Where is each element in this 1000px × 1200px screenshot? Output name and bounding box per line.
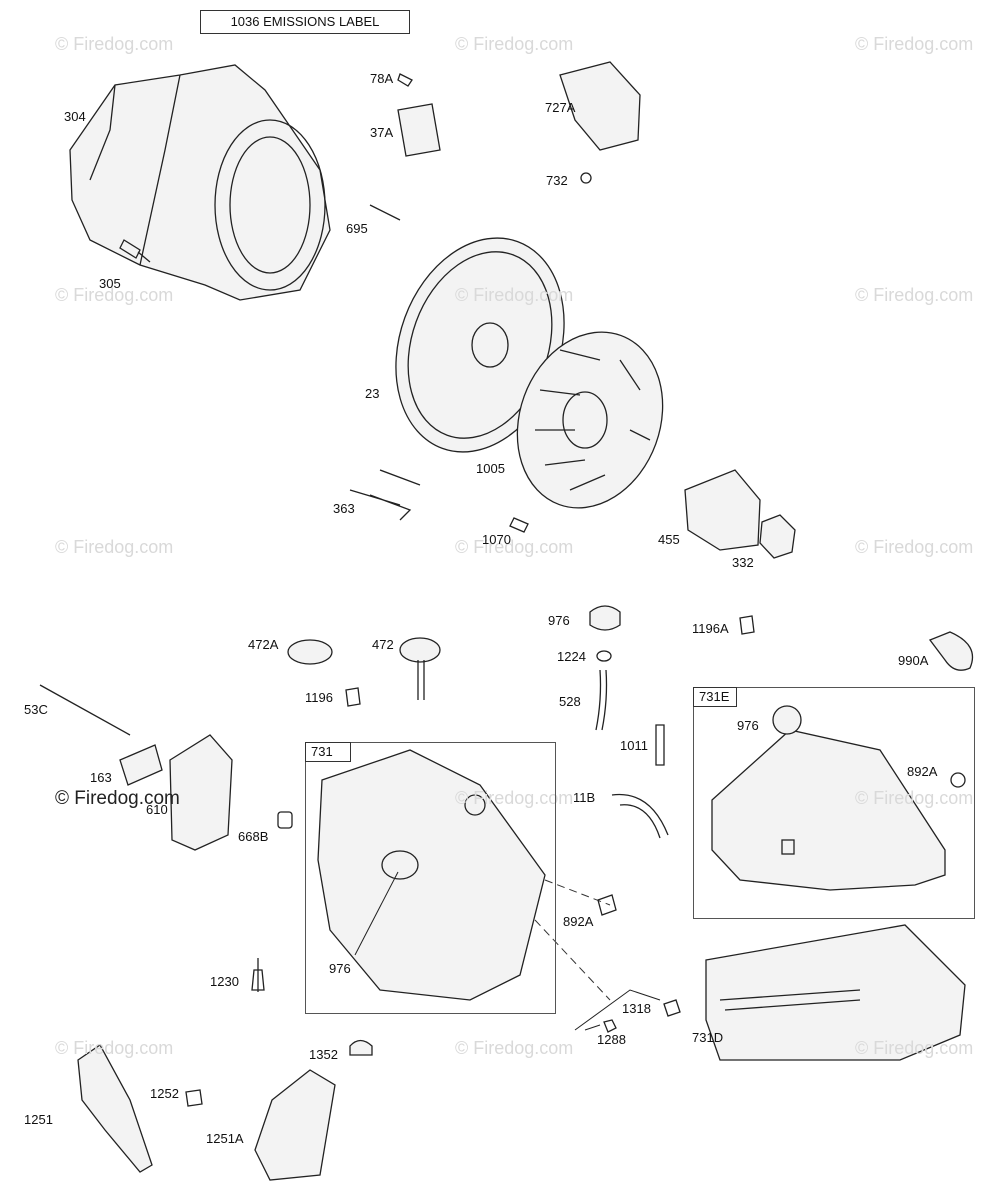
watermark: © Firedog.com (855, 788, 974, 808)
part-label-892A[interactable]: 892A (907, 764, 938, 779)
part-label-976[interactable]: 976 (548, 613, 570, 628)
part-label-668B[interactable]: 668B (238, 829, 269, 844)
part-label-727A[interactable]: 727A (545, 100, 576, 115)
part-label-1070[interactable]: 1070 (482, 532, 511, 547)
watermark: © Firedog.com (55, 34, 174, 54)
part-label-1288[interactable]: 1288 (597, 1032, 626, 1047)
watermark: © Firedog.com (855, 34, 974, 54)
part-label-163[interactable]: 163 (90, 770, 112, 785)
part-label-610[interactable]: 610 (146, 802, 168, 817)
part-label-1196A[interactable]: 1196A (692, 621, 729, 636)
part-label-1230[interactable]: 1230 (210, 974, 239, 989)
part-label-1252[interactable]: 1252 (150, 1086, 179, 1101)
watermark: © Firedog.com (455, 1038, 574, 1058)
watermark: © Firedog.com (55, 537, 174, 557)
part-label-976[interactable]: 976 (737, 718, 759, 733)
part-label-304[interactable]: 304 (64, 109, 86, 124)
watermark: © Firedog.com (855, 1038, 974, 1058)
watermark: © Firedog.com (55, 788, 180, 809)
group-box-731 (305, 742, 556, 1014)
part-label-990A[interactable]: 990A (898, 653, 929, 668)
part-label-1352[interactable]: 1352 (309, 1047, 338, 1062)
watermark: © Firedog.com (455, 537, 574, 557)
part-label-472A[interactable]: 472A (248, 637, 279, 652)
watermark: © Firedog.com (55, 1038, 174, 1058)
group-box-731E (693, 687, 975, 919)
watermark: © Firedog.com (455, 285, 574, 305)
part-label-332[interactable]: 332 (732, 555, 754, 570)
part-label-892A[interactable]: 892A (563, 914, 594, 929)
part-label-1251A[interactable]: 1251A (206, 1131, 244, 1146)
part-label-23[interactable]: 23 (365, 386, 380, 401)
part-label-472[interactable]: 472 (372, 637, 394, 652)
part-label-1196[interactable]: 1196 (305, 690, 333, 705)
watermark: © Firedog.com (855, 537, 974, 557)
fuel-tank-731-drawing (317, 749, 546, 1001)
part-label-363[interactable]: 363 (333, 501, 355, 516)
emissions-label-title: 1036 EMISSIONS LABEL (200, 10, 410, 34)
part-label-528[interactable]: 528 (559, 694, 581, 709)
watermark: © Firedog.com (55, 285, 174, 305)
watermark: © Firedog.com (455, 34, 574, 54)
part-label-976[interactable]: 976 (329, 961, 351, 976)
part-label-731D[interactable]: 731D (692, 1030, 724, 1045)
part-label-1224[interactable]: 1224 (557, 649, 586, 664)
part-label-1005[interactable]: 1005 (476, 461, 505, 476)
group-box-731E-tag: 731E (693, 687, 737, 707)
blower-housing-drawing (69, 64, 331, 301)
part-label-78A[interactable]: 78A (370, 71, 394, 86)
part-label-11B[interactable]: 11B (573, 790, 596, 805)
part-label-305[interactable]: 305 (99, 276, 121, 291)
group-box-731-tag: 731 (305, 742, 351, 762)
part-label-695[interactable]: 695 (346, 221, 368, 236)
part-label-37A[interactable]: 37A (370, 125, 394, 140)
watermark: © Firedog.com (455, 788, 574, 808)
part-label-455[interactable]: 455 (658, 532, 680, 547)
part-label-1011[interactable]: 1011 (620, 738, 648, 753)
part-label-732[interactable]: 732 (546, 173, 568, 188)
part-label-1251[interactable]: 1251 (24, 1112, 53, 1127)
part-label-53C[interactable]: 53C (24, 702, 48, 717)
part-label-1318[interactable]: 1318 (622, 1001, 651, 1016)
fan-drawing (516, 331, 664, 509)
fuel-tank-731E-drawing (711, 705, 946, 891)
watermark: © Firedog.com (855, 285, 974, 305)
